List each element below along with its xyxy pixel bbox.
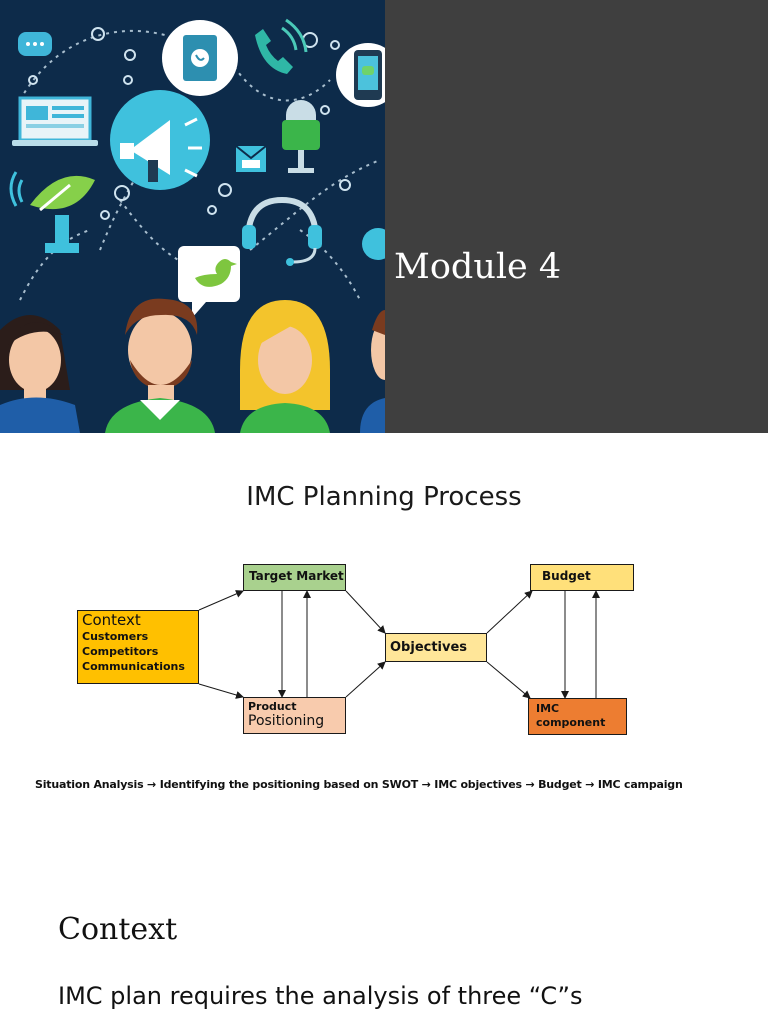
- envelope-icon: [235, 145, 267, 172]
- module-title: Module 4: [394, 247, 562, 287]
- context-box: Context Customers Competitors Communicat…: [77, 610, 199, 684]
- budget-box: Budget: [530, 564, 634, 591]
- illustration-svg: [0, 0, 385, 433]
- context-subtitle: IMC plan requires the analysis of three …: [58, 982, 583, 1010]
- target-market-box: Target Market: [243, 564, 346, 591]
- context-competitors: Competitors: [82, 645, 159, 658]
- megaphone-icon: [110, 90, 210, 190]
- context-box-heading: Context: [82, 611, 141, 629]
- headset-icon: [242, 196, 322, 266]
- slide-title: IMC Planning Process: [246, 482, 522, 512]
- imc-component-box: IMC component: [528, 698, 627, 735]
- arrow-product-objectives: [345, 661, 386, 698]
- phone-icon: [255, 18, 308, 74]
- context-communications: Communications: [82, 660, 185, 673]
- arrow-context-target: [198, 590, 244, 611]
- imc-label: IMC: [536, 702, 560, 715]
- context-customers: Customers: [82, 630, 149, 643]
- component-label: component: [536, 716, 606, 729]
- smartphone-icon: [336, 43, 385, 107]
- twitter-bird-icon: [178, 246, 240, 318]
- context-slide: Context IMC plan requires the analysis o…: [0, 860, 768, 1024]
- situation-analysis-flow: Situation Analysis → Identifying the pos…: [35, 778, 683, 791]
- context-title: Context: [58, 912, 178, 947]
- chat-bubble-icon: [18, 32, 52, 56]
- objectives-box: Objectives: [385, 633, 487, 662]
- arrow-context-product: [198, 683, 244, 699]
- arrow-objectives-imc: [486, 661, 531, 699]
- imc-planning-slide: IMC Planning Process: [0, 433, 768, 860]
- people-illustration: [0, 298, 385, 433]
- arrow-target-objectives: [345, 590, 386, 634]
- communication-illustration: [0, 0, 385, 433]
- product-label: Product: [248, 700, 297, 713]
- satellite-dish-icon: [9, 171, 95, 253]
- arrow-objectives-budget: [486, 590, 533, 634]
- product-positioning-box: Product Positioning: [243, 697, 346, 734]
- notebook-icon: [162, 20, 238, 96]
- microphone-icon: [282, 100, 320, 173]
- positioning-label: Positioning: [248, 713, 325, 729]
- module-title-slide: Module 4: [0, 0, 768, 433]
- laptop-icon: [12, 96, 98, 146]
- flow-diagram-arrows: [198, 590, 600, 699]
